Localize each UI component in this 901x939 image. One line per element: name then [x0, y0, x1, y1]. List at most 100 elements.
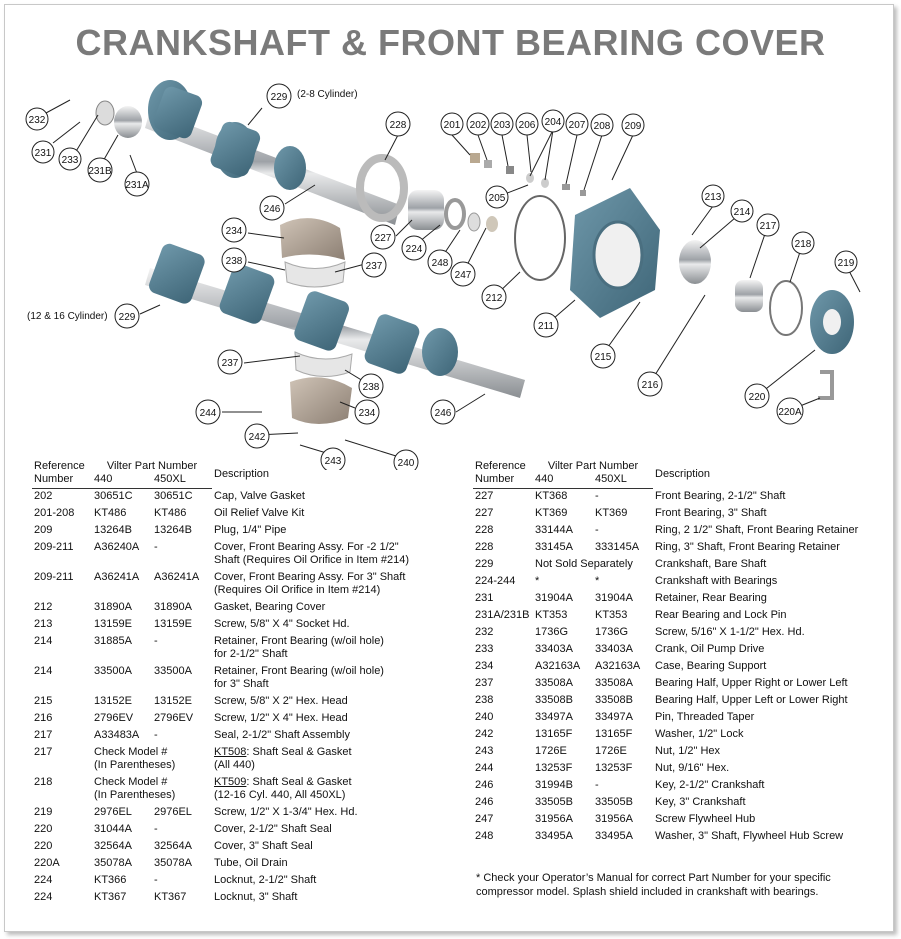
- svg-text:231: 231: [35, 148, 52, 159]
- callout-238-top: 238: [221, 247, 247, 273]
- part-number-450xl: KT353: [595, 609, 628, 621]
- description-line1: : Shaft Seal & Gasket: [246, 746, 352, 758]
- ref-number: 240: [475, 711, 494, 723]
- part-number-440: 33505B: [535, 796, 573, 808]
- bearing-cover-gasket: [514, 195, 566, 281]
- callout-202: 202: [466, 112, 490, 136]
- part-number-450xl: 13253F: [595, 762, 633, 774]
- part-number-440: 31994B: [535, 779, 573, 791]
- callout-237-top: 237: [361, 252, 387, 278]
- shaft-seal: [735, 280, 763, 312]
- svg-text:233: 233: [62, 155, 79, 166]
- description-line1: Cap, Valve Gasket: [214, 489, 305, 502]
- part-number-440: 33508A: [535, 677, 573, 689]
- description-line1: Rear Bearing and Lock Pin: [655, 609, 787, 621]
- header-450xl: 450XL: [152, 473, 212, 489]
- part-number-440: A33483A: [94, 729, 140, 741]
- leader-lines: [45, 99, 861, 457]
- description: Cover, 3" Shaft Seal: [212, 839, 427, 856]
- description: Screw, 5/8" X 2" Hex. Head: [212, 694, 427, 711]
- ref-number: 209-211: [34, 571, 74, 583]
- header-number: Number: [32, 473, 92, 489]
- description: Front Bearing, 3" Shaft: [653, 506, 878, 523]
- description: KT508: Shaft Seal & Gasket(All 440): [212, 745, 427, 775]
- part-number-450xl: 31956A: [595, 813, 633, 825]
- part-number-440-line2: (In Parentheses): [94, 759, 176, 771]
- part-number-440: 33508B: [535, 694, 573, 706]
- callout-247: 247: [450, 261, 476, 287]
- ref-number: 248: [475, 830, 494, 842]
- description: Locknut, 3" Shaft: [212, 890, 427, 907]
- description-line1: Nut, 1/2" Hex: [655, 745, 721, 757]
- callout-215: 215: [590, 343, 616, 369]
- callout-244: 244: [195, 399, 221, 425]
- svg-text:243: 243: [325, 456, 342, 467]
- ref-number: 201-208: [34, 507, 75, 519]
- ref-number: 224-244: [475, 575, 516, 587]
- part-number-450xl: 31904A: [595, 592, 633, 604]
- part-number-note: Not Sold Separately: [535, 558, 633, 570]
- part-number-450xl: 35078A: [154, 857, 192, 869]
- ref-number: 231: [475, 592, 494, 604]
- callout-220: 220: [744, 383, 770, 409]
- part-number-440: 13165F: [535, 728, 573, 740]
- description: Gasket, Bearing Cover: [212, 600, 427, 617]
- description-line1: Screw, 5/8" X 4" Socket Hd.: [214, 618, 350, 630]
- flywheel-hub-screw: [486, 216, 498, 232]
- header-vilter: Vilter Part Number: [547, 460, 639, 472]
- description-line2: (Requires Oil Orifice in Item #214): [214, 584, 381, 596]
- description: Crankshaft, Bare Shaft: [653, 557, 878, 574]
- description: Cover, 2-1/2" Shaft Seal: [212, 822, 427, 839]
- part-number-440: 31904A: [535, 592, 573, 604]
- callout-224: 224: [401, 235, 427, 261]
- description-line1: Screw, 5/16" X 1-1/2" Hex. Hd.: [655, 626, 805, 638]
- callout-220a: 220A: [776, 397, 804, 425]
- description-line1: Cover, 2-1/2" Shaft Seal: [214, 823, 332, 835]
- description-line1: Bearing Half, Upper Left or Lower Right: [655, 694, 848, 706]
- ref-number: 242: [475, 728, 494, 740]
- description: Seal, 2-1/2" Shaft Assembly: [212, 728, 427, 745]
- part-number-440: 31890A: [94, 601, 132, 613]
- callout-206: 206: [515, 112, 539, 136]
- description: Screw Flywheel Hub: [653, 812, 878, 829]
- part-number-450xl: 1726E: [595, 745, 627, 757]
- callout-248: 248: [427, 249, 453, 275]
- description-line1: Ring, 2 1/2" Shaft, Front Bearing Retain…: [655, 524, 859, 536]
- page-title: CRANKSHAFT & FRONT BEARING COVER: [75, 22, 826, 63]
- callout-231a: 231A: [124, 171, 150, 197]
- part-number-440: 13152E: [94, 695, 132, 707]
- svg-text:205: 205: [489, 193, 506, 204]
- svg-text:238: 238: [226, 256, 243, 267]
- svg-text:242: 242: [249, 432, 266, 443]
- description-line2: Shaft (Requires Oil Orifice in Item #214…: [214, 554, 410, 566]
- description-line1: Cover, Front Bearing Assy. For -2 1/2": [214, 541, 399, 553]
- oil-drain-tube: [818, 370, 834, 400]
- parts-table-left: Reference Vilter Part Number Description…: [32, 460, 427, 907]
- part-number-440: *: [535, 575, 540, 587]
- description-line1: Cover, 3" Shaft Seal: [214, 840, 313, 852]
- description-line1: Pin, Threaded Taper: [655, 711, 755, 723]
- part-number-450xl: -: [154, 729, 158, 741]
- svg-text:240: 240: [398, 458, 415, 469]
- svg-text:202: 202: [470, 120, 487, 131]
- ref-number: 220: [34, 840, 53, 852]
- description-line1: Crank, Oil Pump Drive: [655, 643, 765, 655]
- part-number-450xl: -: [595, 779, 599, 791]
- relief-valve-parts: [470, 153, 586, 196]
- callout-205: 205: [485, 185, 509, 209]
- ref-number: 220A: [34, 857, 60, 869]
- part-number-440: 33145A: [535, 541, 573, 553]
- bearing-halves-lower: [294, 351, 353, 377]
- callout-204: 204: [541, 109, 565, 133]
